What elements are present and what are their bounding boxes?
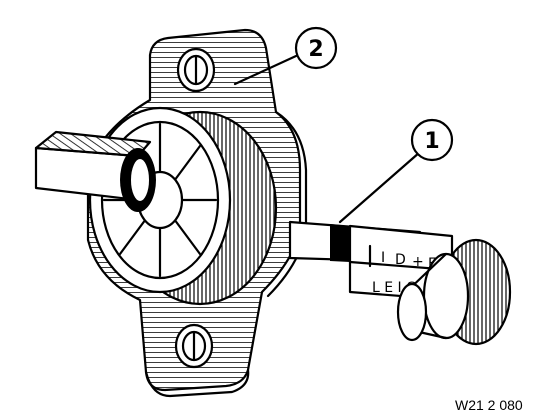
square-drive-shaft [34,130,156,212]
figure-reference-code: W21 2 080 [455,397,523,413]
upper-screw-hole [176,47,216,93]
adjusting-knob [396,238,512,346]
callout-number-1: 1 [424,129,439,154]
callout-1: 1 [338,118,454,224]
spoked-handwheel [88,106,278,306]
scale-mark-3: + [412,254,424,270]
lower-screw-hole [174,323,214,369]
scale-mark-2: D [395,252,406,268]
scale-mark-1: I [381,250,385,266]
callout-2: 2 [233,26,338,86]
callout-number-2: 2 [308,37,323,62]
